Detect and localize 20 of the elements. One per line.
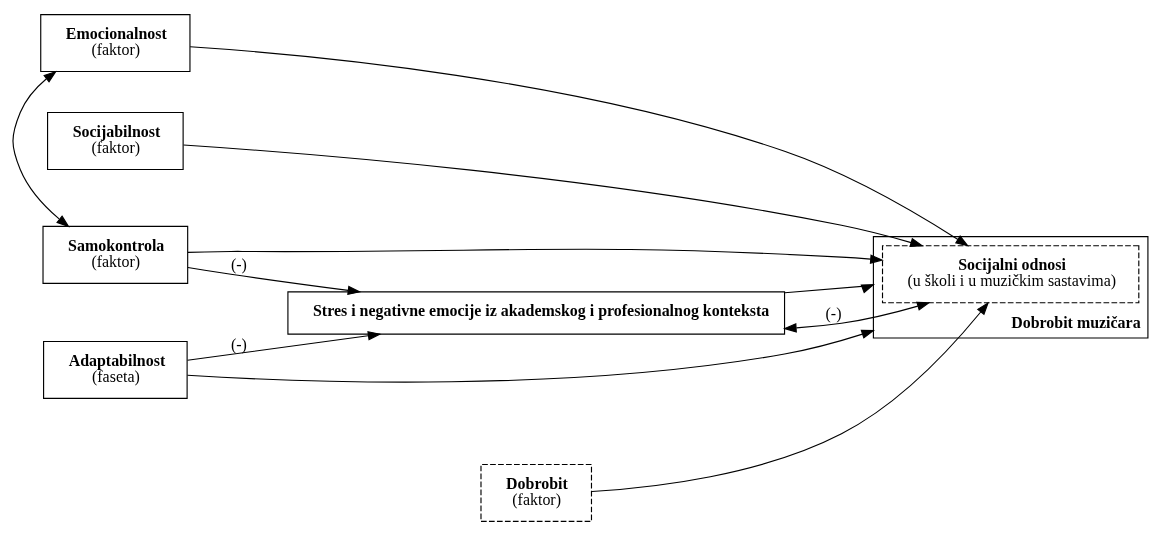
node-box: Adaptabilnost (faseta) xyxy=(43,340,188,399)
arrow xyxy=(784,283,875,293)
arrow xyxy=(186,330,382,361)
node-box: Dobrobit (faktor) xyxy=(480,463,593,522)
arrow xyxy=(186,329,876,383)
node-box: Socijalni odnosi (u školi i u muzičkim sastavima) xyxy=(881,244,1140,303)
node-box: Emocionalnost (faktor) xyxy=(40,13,191,72)
node-box: Stres i negativne emocije iz akademskog i profesionalnog konteksta xyxy=(287,290,786,335)
arrow xyxy=(183,143,924,247)
edge-label: (-) xyxy=(230,255,247,273)
edge-label: (-) xyxy=(825,304,842,322)
arrow xyxy=(187,266,362,295)
node-box: Samokontrola (faktor) xyxy=(42,225,189,284)
arrow xyxy=(782,301,931,333)
arrow xyxy=(187,248,884,264)
edge-label: (-) xyxy=(230,335,247,353)
node-box: Socijabilnost (faktor) xyxy=(47,111,184,170)
arrow xyxy=(189,45,970,247)
arrow xyxy=(591,301,990,492)
arrow xyxy=(12,70,70,227)
